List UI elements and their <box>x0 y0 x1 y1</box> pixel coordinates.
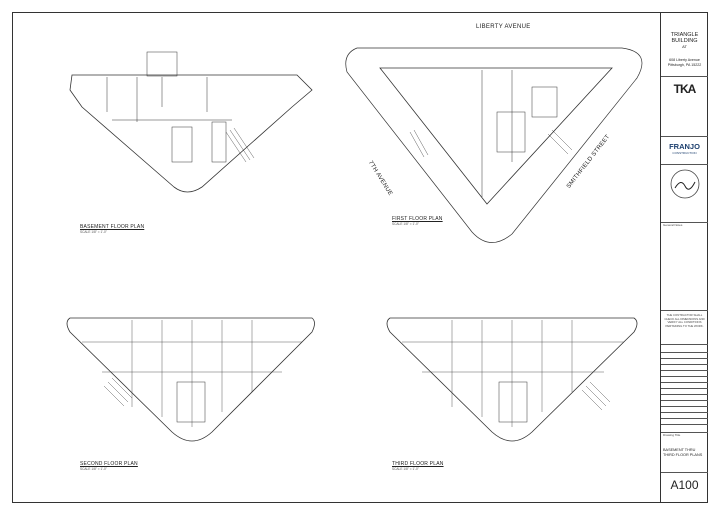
sheet-number: A100 <box>670 478 699 492</box>
first-plan-scale: SCALE 1/8" = 1'-0" <box>392 222 419 226</box>
street-label-liberty: LIBERTY AVENUE <box>476 24 531 30</box>
floor-plans-drawing <box>66 47 643 442</box>
first-plan-title: FIRST FLOOR PLAN <box>392 216 443 222</box>
third-plan-scale: SCALE 1/8" = 1'-0" <box>392 467 419 471</box>
architect-logo: TKA <box>673 82 697 96</box>
sheet-border <box>12 12 708 503</box>
basement-plan-scale: SCALE 1/8" = 1'-0" <box>80 230 107 234</box>
contractor-note: THE CONTRACTOR SHALL CHECK ALL DIMENSION… <box>664 313 705 328</box>
basement-floor-plan-drawing <box>69 51 313 193</box>
project-at: AT <box>682 44 687 49</box>
builder-logo: FRANJO <box>669 142 700 151</box>
basement-plan-title: BASEMENT FLOOR PLAN <box>80 224 145 230</box>
general-notes-label: General Notes <box>663 223 683 227</box>
second-floor-plan-drawing <box>66 317 315 442</box>
title-block: TRIANGLE BUILDING AT 608 Liberty Avenue … <box>660 12 708 503</box>
third-plan-title: THIRD FLOOR PLAN <box>392 461 444 467</box>
first-floor-plan-drawing <box>345 47 643 243</box>
project-title: TRIANGLE BUILDING <box>670 32 699 44</box>
third-floor-plan-drawing <box>386 317 638 442</box>
builder-sub: CONSTRUCTION <box>672 151 697 155</box>
project-address-line1: 608 Liberty Avenue <box>669 58 700 62</box>
project-address-line2: Pittsburgh, PA 15222 <box>667 63 702 67</box>
second-plan-title: SECOND FLOOR PLAN <box>80 461 138 467</box>
drawing-title-label: Drawing Title <box>663 433 681 437</box>
drawing-title: BASEMENT THRU THIRD FLOOR PLANS <box>663 448 703 457</box>
seal-icon <box>670 169 700 199</box>
second-plan-scale: SCALE 1/8" = 1'-0" <box>80 467 107 471</box>
